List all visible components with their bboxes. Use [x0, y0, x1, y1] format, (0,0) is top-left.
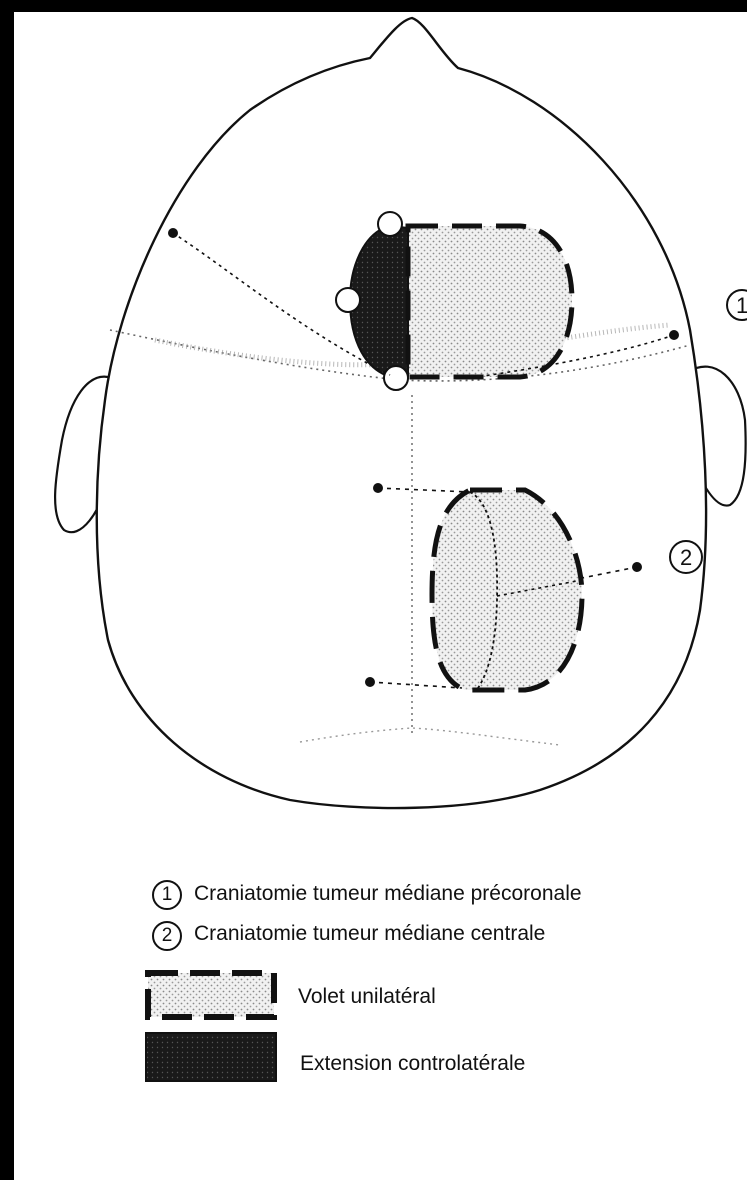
- legend-text-1: Craniatomie tumeur médiane précoronale: [194, 882, 582, 906]
- figure-canvas: 1 2 1 Craniatomie tumeur médiane précoro…: [14, 12, 747, 1180]
- svg-text:2: 2: [680, 545, 692, 570]
- unilateral-flap-2: [432, 490, 582, 690]
- legend-label-contralateral: Extension controlatérale: [300, 1052, 525, 1076]
- svg-text:1: 1: [736, 293, 747, 318]
- marker-1: 1: [727, 290, 747, 320]
- legend-text-2: Craniatomie tumeur médiane centrale: [194, 922, 545, 946]
- legend-swatch-unilateral: [148, 973, 274, 1017]
- marker-2: 2: [670, 541, 702, 573]
- unilateral-flap-1: [408, 226, 572, 377]
- burr-hole: [336, 288, 360, 312]
- legend-number-2: 2: [152, 921, 182, 951]
- burr-hole: [378, 212, 402, 236]
- burr-hole: [384, 366, 408, 390]
- head-outline: [97, 18, 706, 808]
- legend-swatch-contralateral: [146, 1033, 276, 1081]
- legend-number-1: 1: [152, 880, 182, 910]
- legend-label-unilateral: Volet unilatéral: [298, 985, 436, 1009]
